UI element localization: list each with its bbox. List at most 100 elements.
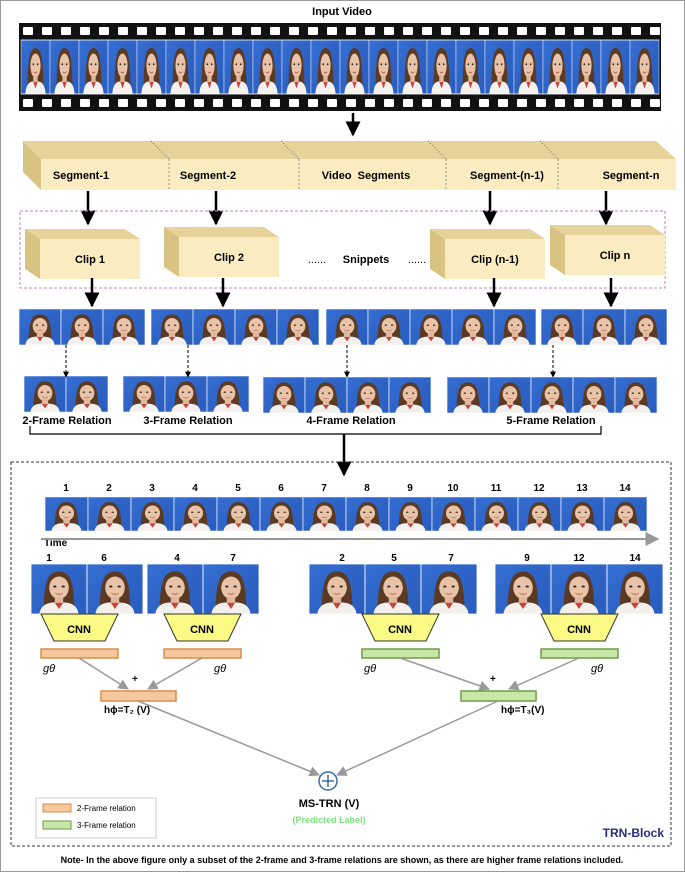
frame-number: 9 bbox=[407, 483, 413, 494]
face-image bbox=[276, 308, 320, 346]
face-image bbox=[146, 563, 204, 615]
relation-frame bbox=[164, 375, 208, 413]
face-image bbox=[542, 39, 573, 95]
sprocket-hole bbox=[346, 99, 356, 107]
face-image bbox=[173, 496, 218, 532]
face-image bbox=[367, 308, 411, 346]
feature-bar bbox=[540, 648, 619, 659]
video-title: Input Video bbox=[312, 6, 372, 18]
relation-label: 4-Frame Relation bbox=[306, 415, 396, 427]
feature-arrow bbox=[78, 657, 129, 690]
time-frame bbox=[302, 496, 347, 532]
group-frame-number: 9 bbox=[524, 553, 530, 564]
output-node: MS-TRN (V) (Predicted Label) bbox=[292, 771, 366, 825]
face-image bbox=[325, 308, 369, 346]
sprocket-hole bbox=[270, 99, 280, 107]
relation-frame bbox=[446, 376, 490, 414]
face-image bbox=[206, 375, 250, 413]
trn-block-border bbox=[10, 461, 672, 847]
time-frame bbox=[87, 496, 132, 532]
frame-number: 11 bbox=[491, 483, 502, 494]
sprocket-hole bbox=[384, 27, 394, 35]
face-image bbox=[302, 496, 347, 532]
cnn-label: CNN bbox=[190, 624, 214, 636]
face-image bbox=[388, 496, 433, 532]
sprocket-hole bbox=[384, 99, 394, 107]
legend-label: 3-Frame relation bbox=[77, 821, 136, 830]
video-frame bbox=[78, 39, 109, 95]
sprocket-hole bbox=[327, 27, 337, 35]
sprocket-hole bbox=[118, 27, 128, 35]
face-image bbox=[216, 496, 261, 532]
segment-divider bbox=[150, 140, 170, 160]
feature-arrow bbox=[399, 657, 490, 691]
clip-label: Clip n bbox=[600, 250, 631, 262]
face-image bbox=[624, 308, 668, 346]
sprocket-hole bbox=[251, 27, 261, 35]
relation-frames bbox=[122, 375, 250, 413]
group-frame-number: 7 bbox=[230, 553, 236, 564]
face-image bbox=[136, 39, 167, 95]
face-image bbox=[600, 39, 631, 95]
frame-number: 8 bbox=[364, 483, 370, 494]
group-frame bbox=[146, 563, 204, 615]
clip-front bbox=[40, 239, 140, 279]
face-image bbox=[572, 376, 616, 414]
clip-top bbox=[550, 225, 665, 235]
time-frame bbox=[603, 496, 648, 532]
sprocket-hole bbox=[289, 99, 299, 107]
frame-number: 4 bbox=[192, 483, 198, 494]
clip-label: Clip (n-1) bbox=[471, 254, 519, 266]
sprocket-hole bbox=[270, 27, 280, 35]
frame-border bbox=[629, 39, 660, 95]
snippet-frame bbox=[582, 308, 626, 346]
segment-label: Video Segments bbox=[322, 170, 410, 182]
face-image bbox=[388, 376, 432, 414]
face-image bbox=[345, 496, 390, 532]
relation-frame bbox=[206, 375, 250, 413]
face-image bbox=[49, 39, 80, 95]
snippet-frame bbox=[540, 308, 584, 346]
sprocket-hole bbox=[23, 27, 33, 35]
frame-border bbox=[624, 308, 668, 346]
time-frame bbox=[474, 496, 519, 532]
face-image bbox=[23, 375, 67, 413]
segment-divider bbox=[280, 140, 300, 160]
time-frame bbox=[431, 496, 476, 532]
face-image bbox=[431, 496, 476, 532]
segment-label: Segment-(n-1) bbox=[470, 170, 544, 182]
snippet-frame bbox=[18, 308, 62, 346]
group-frame-number: 5 bbox=[391, 553, 397, 564]
segment-label: Segment-2 bbox=[180, 170, 236, 182]
relation-frame bbox=[572, 376, 616, 414]
sprocket-hole bbox=[650, 27, 660, 35]
plus-sign: + bbox=[132, 674, 138, 685]
sprocket-hole bbox=[118, 99, 128, 107]
legend-swatch-orange bbox=[42, 803, 72, 813]
video-frame bbox=[484, 39, 515, 95]
snippet-frame bbox=[367, 308, 411, 346]
time-frame bbox=[259, 496, 304, 532]
face-image bbox=[252, 39, 283, 95]
time-frame bbox=[44, 496, 89, 532]
segment-divider bbox=[427, 140, 447, 160]
frame-number: 2 bbox=[106, 483, 112, 494]
clip-side bbox=[164, 227, 179, 277]
time-frame bbox=[130, 496, 175, 532]
frame-border bbox=[603, 496, 648, 532]
time-label: Time bbox=[44, 538, 68, 549]
relation-frame bbox=[304, 376, 348, 414]
face-image bbox=[603, 496, 648, 532]
face-image bbox=[420, 563, 478, 615]
face-image bbox=[310, 39, 341, 95]
group-frame bbox=[30, 563, 88, 615]
frame-number: 1 bbox=[63, 483, 69, 494]
clip-side bbox=[25, 229, 40, 279]
face-image bbox=[262, 376, 306, 414]
frame-number: 14 bbox=[619, 483, 631, 494]
frame-number: 3 bbox=[149, 483, 155, 494]
sprocket-hole bbox=[441, 99, 451, 107]
segment-label: Segment-1 bbox=[53, 170, 109, 182]
